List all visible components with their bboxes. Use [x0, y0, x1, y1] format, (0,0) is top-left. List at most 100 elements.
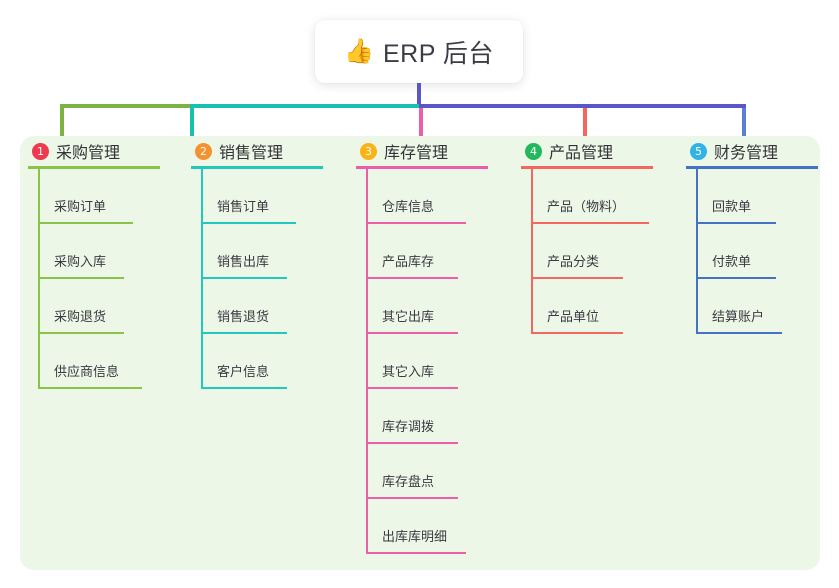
- item-rule: [38, 277, 124, 279]
- list-item[interactable]: 其它出库: [366, 279, 498, 334]
- list-item[interactable]: 仓库信息: [366, 169, 498, 224]
- item-rule: [531, 332, 623, 334]
- item-label: 销售退货: [217, 309, 270, 324]
- item-rule: [366, 332, 458, 334]
- item-list-product: 产品（物料） 产品分类产品单位: [531, 169, 663, 334]
- item-rule: [696, 277, 776, 279]
- item-label: 销售订单: [217, 199, 270, 214]
- item-label: 产品（物料）: [547, 199, 626, 214]
- column-rule-finance: [686, 166, 818, 169]
- spine-product: [531, 169, 533, 334]
- item-rule: [38, 332, 124, 334]
- column-title-purchase: 采购管理: [56, 145, 121, 162]
- column-sales: 2 销售管理销售订单销售出库销售退货客户信息: [183, 136, 333, 389]
- list-item[interactable]: 库存盘点: [366, 444, 498, 499]
- item-label: 采购入库: [54, 254, 107, 269]
- list-item[interactable]: 供应商信息: [38, 334, 170, 389]
- spine-inventory: [366, 169, 368, 554]
- stub-purchase: [60, 108, 64, 138]
- item-label: 仓库信息: [382, 199, 435, 214]
- list-item[interactable]: 产品库存: [366, 224, 498, 279]
- list-item[interactable]: 销售出库: [201, 224, 333, 279]
- list-item[interactable]: 产品分类: [531, 224, 663, 279]
- column-rule-sales: [191, 166, 323, 169]
- item-rule: [366, 442, 458, 444]
- item-rule: [696, 332, 782, 334]
- item-label: 库存调拨: [382, 419, 435, 434]
- column-header-sales[interactable]: 2 销售管理: [183, 136, 333, 166]
- item-label: 采购订单: [54, 199, 107, 214]
- stub-inventory: [419, 108, 423, 138]
- stub-finance: [742, 108, 746, 138]
- item-rule: [201, 387, 287, 389]
- item-label: 产品分类: [547, 254, 600, 269]
- item-rule: [366, 552, 466, 554]
- trunk-connector: [417, 83, 421, 106]
- item-label: 库存盘点: [382, 474, 435, 489]
- list-item[interactable]: 销售订单: [201, 169, 333, 224]
- item-rule: [366, 277, 458, 279]
- item-rule: [201, 332, 287, 334]
- spine-sales: [201, 169, 203, 389]
- list-item[interactable]: 产品（物料）: [531, 169, 663, 224]
- item-label: 销售出库: [217, 254, 270, 269]
- item-label: 回款单: [712, 199, 752, 214]
- badge-number-finance: 5: [690, 142, 707, 160]
- column-rule-inventory: [356, 166, 488, 169]
- item-list-finance: 回款单付款单结算账户: [696, 169, 828, 334]
- item-label: 客户信息: [217, 364, 270, 379]
- item-rule: [366, 497, 458, 499]
- list-item[interactable]: 回款单: [696, 169, 828, 224]
- list-item[interactable]: 采购入库: [38, 224, 170, 279]
- column-title-product: 产品管理: [549, 145, 614, 162]
- spine-purchase: [38, 169, 40, 389]
- list-item[interactable]: 付款单: [696, 224, 828, 279]
- item-label: 结算账户: [712, 309, 765, 324]
- item-label: 其它出库: [382, 309, 435, 324]
- column-title-sales: 销售管理: [219, 145, 284, 162]
- item-list-purchase: 采购订单采购入库采购退货供应商信息: [38, 169, 170, 389]
- column-rule-purchase: [28, 166, 160, 169]
- badge-number-sales: 2: [195, 142, 212, 160]
- item-rule: [696, 222, 776, 224]
- column-rule-product: [521, 166, 653, 169]
- list-item[interactable]: 结算账户: [696, 279, 828, 334]
- item-label: 产品单位: [547, 309, 600, 324]
- list-item[interactable]: 客户信息: [201, 334, 333, 389]
- item-label: 采购退货: [54, 309, 107, 324]
- item-list-sales: 销售订单销售出库销售退货客户信息: [201, 169, 333, 389]
- item-rule: [38, 387, 142, 389]
- item-label: 其它入库: [382, 364, 435, 379]
- item-rule: [38, 222, 133, 224]
- list-item[interactable]: 其它入库: [366, 334, 498, 389]
- column-title-inventory: 库存管理: [384, 145, 449, 162]
- spine-finance: [696, 169, 698, 334]
- list-item[interactable]: 销售退货: [201, 279, 333, 334]
- list-item[interactable]: 采购退货: [38, 279, 170, 334]
- list-item[interactable]: 库存调拨: [366, 389, 498, 444]
- item-rule: [366, 222, 466, 224]
- item-list-inventory: 仓库信息产品库存其它出库其它入库库存调拨库存盘点出库库明细: [366, 169, 498, 554]
- root-title: ERP 后台: [382, 39, 494, 68]
- list-item[interactable]: 产品单位: [531, 279, 663, 334]
- thumbs-up-icon: 👍: [344, 37, 374, 65]
- stub-product: [583, 108, 587, 138]
- stub-sales: [190, 108, 194, 138]
- list-item[interactable]: 采购订单: [38, 169, 170, 224]
- item-rule: [531, 277, 623, 279]
- item-rule: [531, 222, 649, 224]
- root-node[interactable]: 👍 ERP 后台: [315, 20, 523, 83]
- item-label: 产品库存: [382, 254, 435, 269]
- item-label: 供应商信息: [54, 364, 120, 379]
- rail-teal: [190, 104, 419, 108]
- list-item[interactable]: 出库库明细: [366, 499, 498, 554]
- item-label: 出库库明细: [382, 529, 448, 544]
